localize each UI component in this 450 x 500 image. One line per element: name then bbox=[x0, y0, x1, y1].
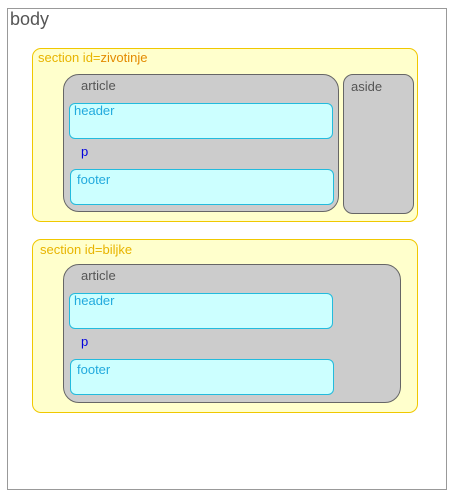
section-label-prefix: section id= bbox=[38, 50, 101, 65]
p-label: p bbox=[81, 334, 89, 349]
header-box bbox=[69, 103, 333, 139]
aside-label: aside bbox=[351, 79, 383, 94]
aside-box bbox=[343, 74, 414, 214]
footer-box bbox=[70, 359, 334, 395]
footer-label: footer bbox=[77, 172, 111, 187]
section-biljke-label: section id=biljke bbox=[40, 242, 132, 257]
header-label: header bbox=[74, 103, 115, 118]
body-label: body bbox=[10, 9, 50, 29]
footer-label: footer bbox=[77, 362, 111, 377]
p-label: p bbox=[81, 144, 89, 159]
article-label: article bbox=[81, 268, 116, 283]
section-id-value: biljke bbox=[102, 242, 133, 257]
article-label: article bbox=[81, 78, 116, 93]
footer-box bbox=[70, 169, 334, 205]
section-zivotinje-label: section id=zivotinje bbox=[38, 50, 147, 65]
header-box bbox=[69, 293, 333, 329]
header-label: header bbox=[74, 293, 115, 308]
section-label-prefix: section id= bbox=[40, 242, 103, 257]
section-id-value: zivotinje bbox=[100, 50, 148, 65]
